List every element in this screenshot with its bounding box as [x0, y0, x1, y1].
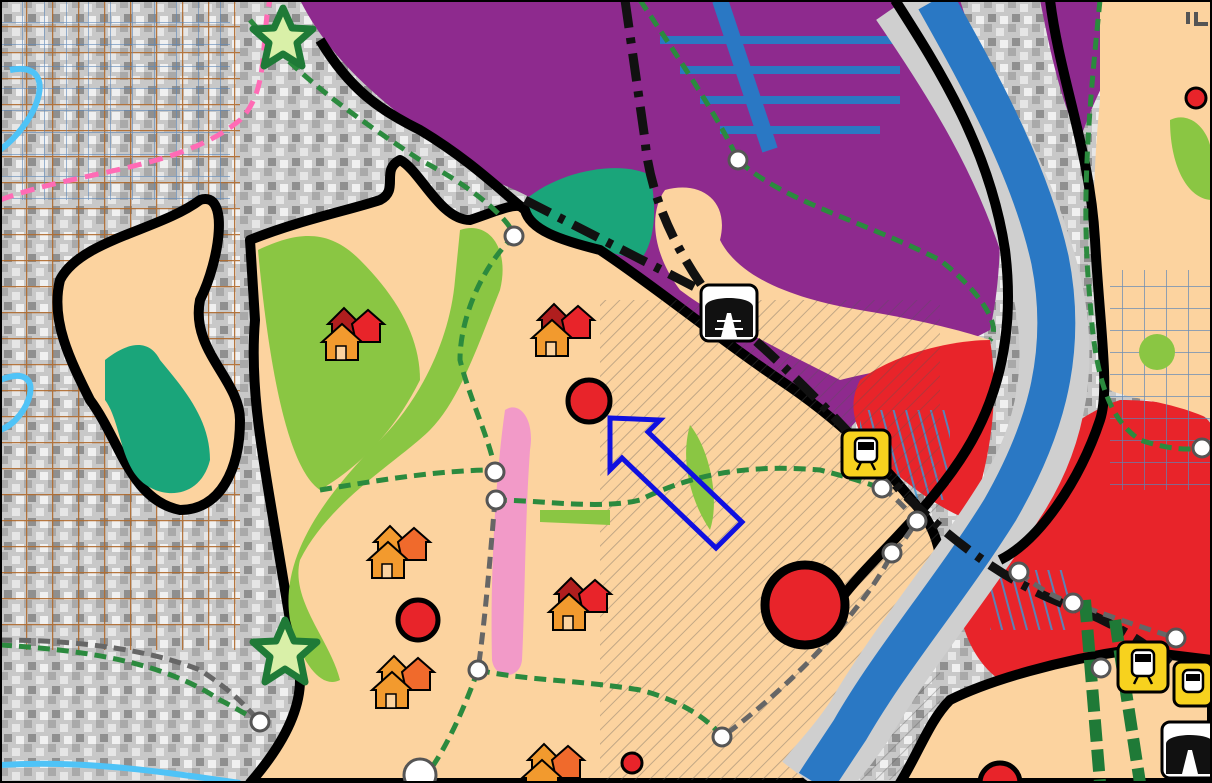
boundary-river-east	[997, 0, 1110, 565]
house-cluster-icon	[319, 306, 387, 361]
path-nodes	[249, 149, 1212, 783]
blue-road-line	[0, 65, 43, 433]
house-cluster-icon	[369, 654, 437, 709]
red-dot-icon	[620, 751, 644, 775]
green-path-7	[1083, 0, 1203, 452]
direction-arrow-icon	[607, 415, 746, 552]
green-space-west	[258, 236, 420, 490]
map-fragment-top-right	[1186, 12, 1208, 26]
house-cluster-icon	[529, 302, 597, 357]
train-station-icon	[1116, 640, 1170, 694]
boundary-river-west	[836, 0, 1013, 604]
gray-path-2	[0, 637, 262, 724]
circle-node-icon	[1191, 437, 1212, 459]
green-path-2	[319, 467, 496, 493]
gray-path-1	[475, 499, 498, 671]
circle-node-icon	[485, 489, 507, 511]
star-icon	[249, 4, 317, 70]
red-dot-icon	[760, 560, 850, 650]
green-corridor	[288, 228, 503, 682]
house-cluster-icon	[519, 742, 587, 783]
red-dot-icon	[565, 377, 613, 425]
tunnel-icon	[1160, 720, 1212, 780]
gray-path-4	[1017, 570, 1177, 641]
circle-node-icon	[249, 711, 271, 733]
pink-dashed-boundary	[0, 0, 273, 203]
green-space-east	[1170, 117, 1212, 200]
train-station-icon	[1172, 660, 1212, 708]
circle-node-icon	[503, 225, 525, 247]
red-dot-icon	[1184, 86, 1208, 110]
house-cluster-icon	[365, 524, 433, 579]
boundary-north	[315, 37, 529, 214]
rail-line-north	[522, 195, 723, 305]
circle-node-icon	[484, 461, 506, 483]
circle-node-icon	[871, 477, 893, 499]
circle-node-icon	[1165, 627, 1187, 649]
circle-node-icon	[1090, 657, 1112, 679]
red-dot-icon	[395, 597, 441, 643]
green-strip	[540, 510, 610, 525]
circle-node-icon	[727, 149, 749, 171]
circle-node-icon	[906, 510, 928, 532]
green-spot-east	[1139, 334, 1175, 370]
circle-node-icon	[467, 659, 489, 681]
circle-node-icon	[711, 726, 733, 748]
red-dot-icon	[977, 760, 1023, 783]
river	[798, 0, 1076, 783]
circle-node-icon	[881, 542, 903, 564]
forest-zone-west	[105, 345, 210, 494]
dark-path-green	[1079, 599, 1146, 783]
blue-road-bottom	[0, 760, 241, 783]
circle-node-icon	[402, 757, 438, 783]
blue-lines-industrial	[660, 36, 900, 134]
tunnel-icon	[699, 283, 759, 343]
star-icon	[249, 616, 321, 686]
house-cluster-icon	[546, 576, 614, 631]
circle-node-icon	[1062, 592, 1084, 614]
circle-node-icon	[1008, 561, 1030, 583]
train-station-icon	[840, 428, 892, 480]
green-path-5	[477, 667, 725, 739]
blue-road-diagonal	[712, 0, 778, 153]
green-path-4	[637, 0, 996, 342]
